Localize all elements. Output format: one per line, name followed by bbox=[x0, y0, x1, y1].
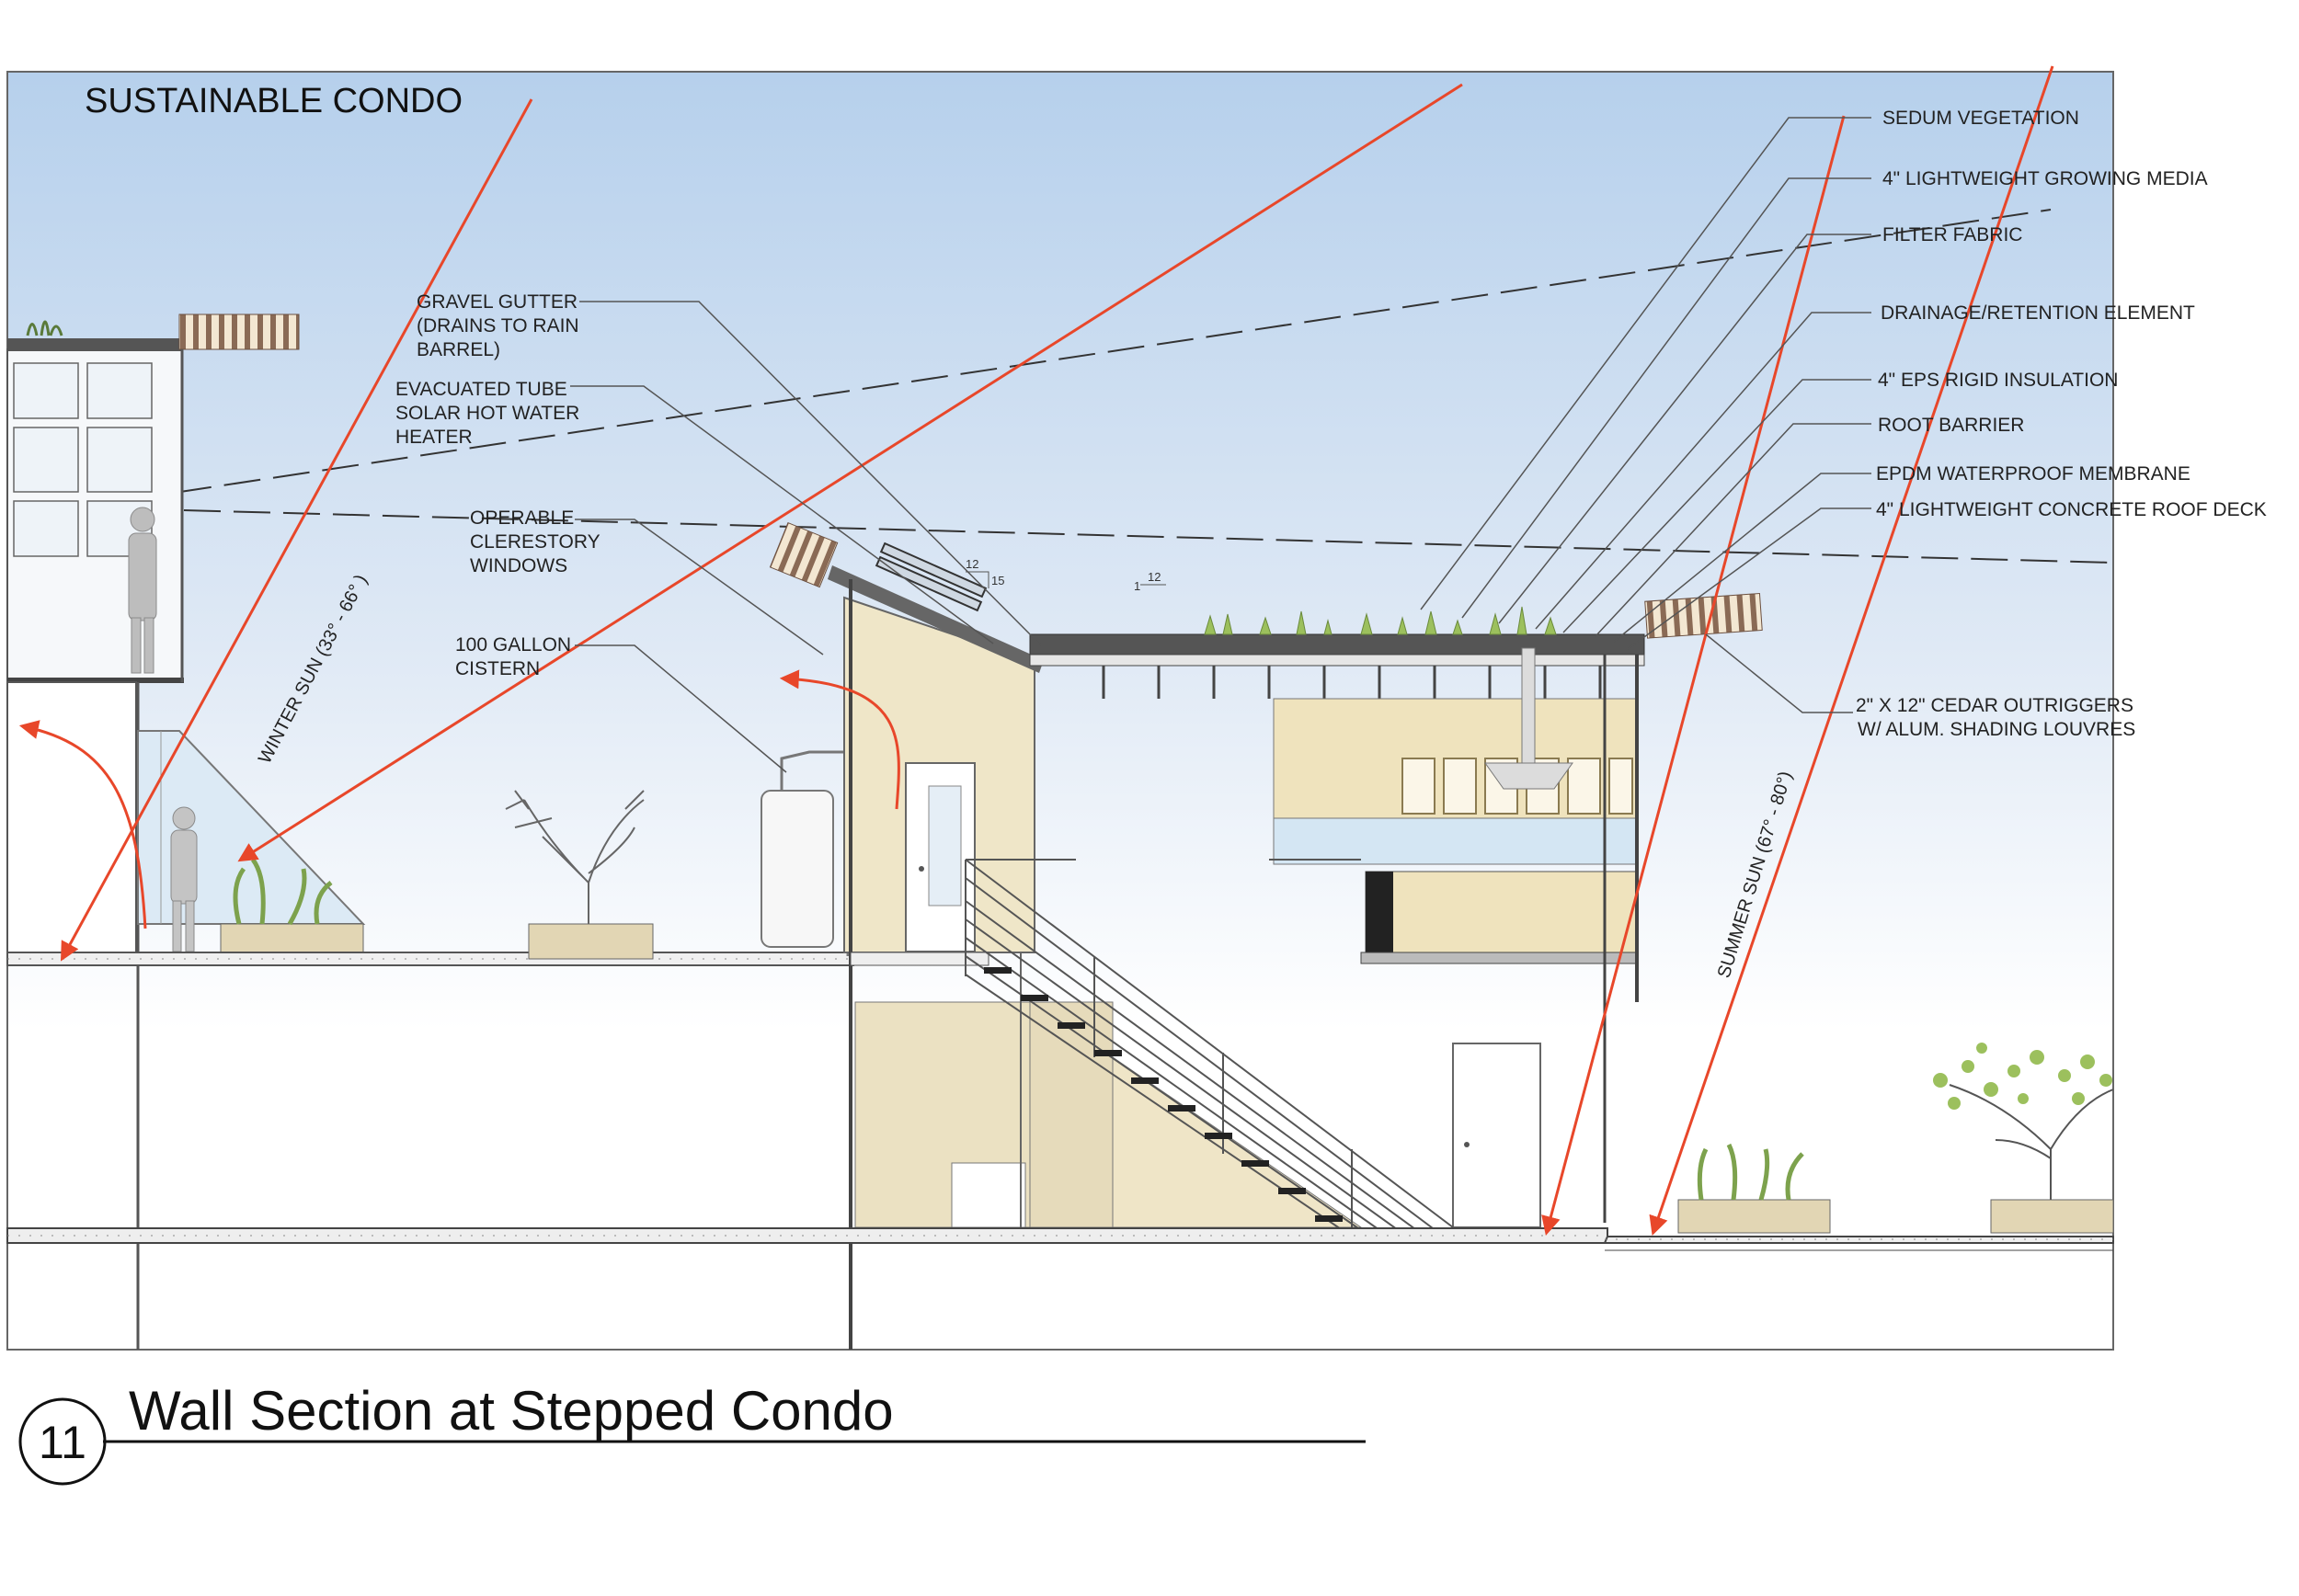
sun-rays bbox=[18, 65, 2054, 1237]
callout-clerestory: OPERABLE CLERESTORY WINDOWS bbox=[470, 507, 600, 576]
drawing-title-block: 11 Wall Section at Stepped Condo bbox=[18, 1380, 1366, 1486]
winter-sun-ray-2 bbox=[237, 83, 1463, 862]
svg-text:WINDOWS: WINDOWS bbox=[470, 555, 567, 576]
stair-treads bbox=[984, 967, 1343, 1222]
project-title: SUSTAINABLE CONDO bbox=[85, 82, 463, 120]
svg-text:CLERESTORY: CLERESTORY bbox=[470, 531, 600, 553]
summer-sun-ray-2 bbox=[1649, 65, 2054, 1236]
svg-text:2" X 12" CEDAR OUTRIGGERS: 2" X 12" CEDAR OUTRIGGERS bbox=[1856, 695, 2133, 716]
svg-text:FILTER FABRIC: FILTER FABRIC bbox=[1882, 224, 2022, 245]
right-planters bbox=[1677, 1043, 2114, 1234]
svg-text:100 GALLON: 100 GALLON bbox=[455, 634, 571, 656]
svg-text:SEDUM VEGETATION: SEDUM VEGETATION bbox=[1882, 108, 2079, 129]
callout-outriggers: 2" X 12" CEDAR OUTRIGGERS W/ ALUM. SHADI… bbox=[1856, 695, 2135, 740]
svg-text:W/ ALUM. SHADING LOUVRES: W/ ALUM. SHADING LOUVRES bbox=[1858, 719, 2135, 740]
sedum-plants bbox=[1204, 606, 1557, 635]
main-building bbox=[769, 522, 1763, 1350]
drawing-title: Wall Section at Stepped Condo bbox=[129, 1380, 894, 1442]
ground-slab bbox=[6, 1227, 2114, 1251]
airflow-arrow-left bbox=[18, 720, 147, 929]
drawing-number: 11 bbox=[39, 1417, 86, 1468]
svg-text:DRAINAGE/RETENTION ELEMENT: DRAINAGE/RETENTION ELEMENT bbox=[1881, 302, 2195, 324]
svg-text:HEATER: HEATER bbox=[395, 427, 473, 448]
upper-deck-slab bbox=[6, 952, 854, 966]
svg-text:SOLAR HOT WATER: SOLAR HOT WATER bbox=[395, 403, 579, 424]
sun-angle-dashed-lines bbox=[27, 209, 2114, 564]
callout-solar-heater: EVACUATED TUBE SOLAR HOT WATER HEATER bbox=[395, 379, 579, 448]
svg-text:1: 1 bbox=[1134, 579, 1140, 593]
svg-text:EVACUATED TUBE: EVACUATED TUBE bbox=[395, 379, 567, 400]
slope-marks: 12 15 1 12 bbox=[966, 557, 1166, 593]
svg-text:ROOT BARRIER: ROOT BARRIER bbox=[1878, 415, 2024, 436]
person-silhouette-upper bbox=[128, 507, 157, 674]
callout-gravel-gutter: GRAVEL GUTTER (DRAINS TO RAIN BARREL) bbox=[417, 291, 579, 360]
svg-text:EPDM WATERPROOF MEMBRANE: EPDM WATERPROOF MEMBRANE bbox=[1876, 463, 2190, 484]
svg-text:OPERABLE: OPERABLE bbox=[470, 507, 574, 529]
airflow-arrow-right bbox=[779, 669, 900, 810]
leader-lines-right bbox=[1420, 117, 1871, 713]
roof-layer-callouts: SEDUM VEGETATION 4" LIGHTWEIGHT GROWING … bbox=[1876, 108, 2267, 520]
svg-text:12: 12 bbox=[1148, 570, 1161, 584]
svg-text:(DRAINS TO RAIN: (DRAINS TO RAIN bbox=[417, 315, 579, 336]
svg-text:CISTERN: CISTERN bbox=[455, 658, 540, 679]
callout-cistern: 100 GALLON CISTERN bbox=[455, 634, 571, 679]
svg-text:BARREL): BARREL) bbox=[417, 339, 500, 360]
svg-text:GRAVEL GUTTER: GRAVEL GUTTER bbox=[417, 291, 578, 313]
deck-planter-tree bbox=[505, 790, 654, 960]
svg-text:4" EPS RIGID INSULATION: 4" EPS RIGID INSULATION bbox=[1878, 370, 2118, 391]
clerestory-roof bbox=[828, 565, 1044, 673]
svg-text:4" LIGHTWEIGHT CONCRETE ROOF D: 4" LIGHTWEIGHT CONCRETE ROOF DECK bbox=[1876, 499, 2267, 520]
leader-lines-left bbox=[570, 301, 1045, 773]
svg-text:15: 15 bbox=[991, 574, 1004, 587]
winter-sun-ray-1 bbox=[60, 98, 533, 962]
svg-text:4" LIGHTWEIGHT GROWING MEDIA: 4" LIGHTWEIGHT GROWING MEDIA bbox=[1882, 168, 2208, 189]
svg-text:12: 12 bbox=[966, 557, 978, 571]
summer-sun-ray-1 bbox=[1541, 115, 1846, 1237]
left-building bbox=[6, 314, 366, 1350]
